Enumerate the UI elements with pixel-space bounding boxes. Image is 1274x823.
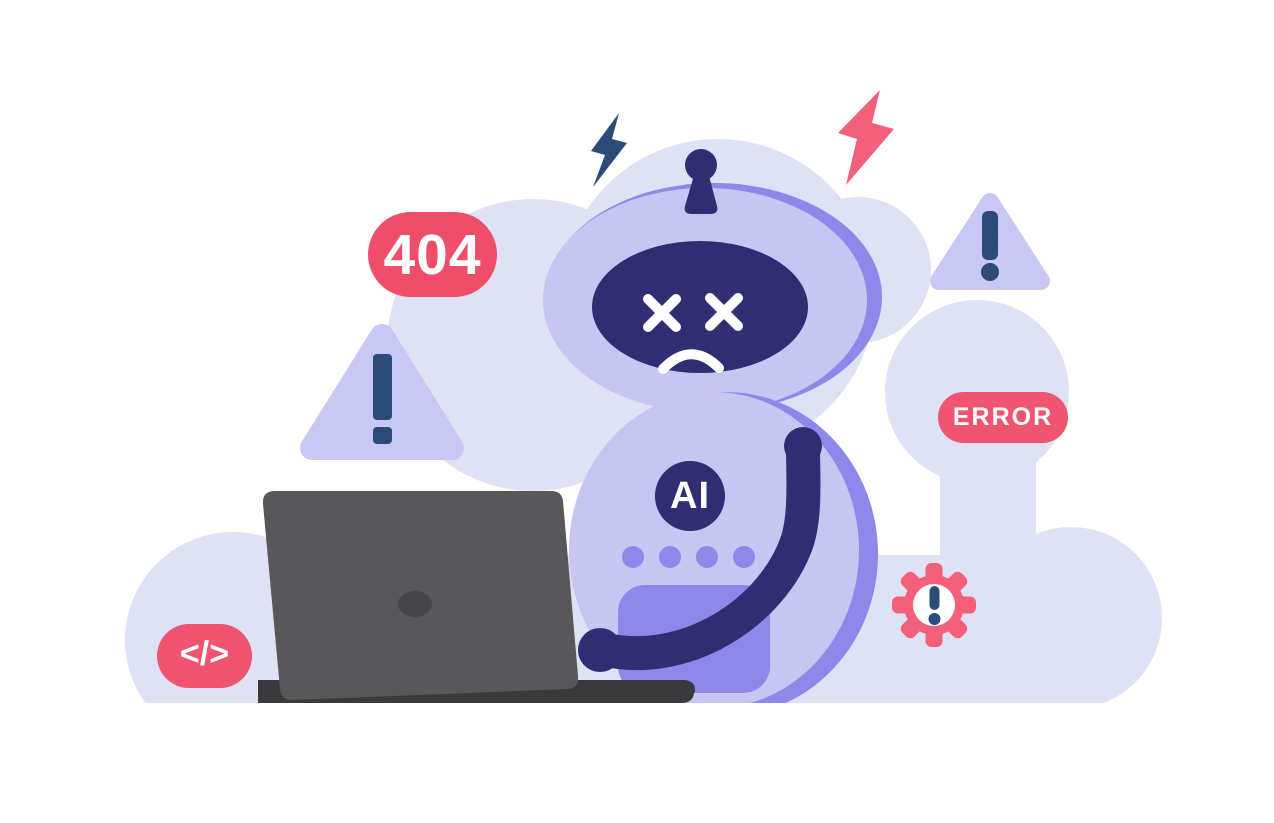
error-badge: ERROR [938, 392, 1068, 443]
exclamation-mark-icon [373, 354, 392, 444]
ai-badge: AI [655, 461, 725, 531]
x-eye-left-icon [643, 294, 681, 332]
lightning-bolt-pink-icon [838, 90, 894, 185]
status-404-badge: 404 [368, 212, 497, 297]
status-404-label: 404 [383, 222, 482, 287]
chest-dots-icon [622, 546, 755, 568]
ai-label: AI [670, 474, 710, 517]
frown-mouth-icon [658, 349, 724, 374]
gear-alert-icon [892, 563, 976, 647]
warning-triangle-right-icon [930, 193, 1050, 290]
laptop-logo-icon [398, 591, 432, 617]
robot-arm [578, 427, 822, 672]
warning-triangle-left-icon [300, 324, 464, 460]
code-label: </> [179, 635, 230, 673]
robot-dead-face-icon [592, 241, 808, 374]
laptop-icon [262, 491, 579, 700]
exclamation-mark-icon [928, 586, 941, 625]
lightning-bolt-navy-icon [591, 113, 627, 187]
robot-antenna-icon [684, 149, 718, 214]
robot-hand [578, 628, 622, 672]
code-badge: </> [157, 624, 252, 688]
error-label: ERROR [952, 403, 1054, 431]
x-eye-right-icon [705, 293, 743, 331]
exclamation-mark-icon [981, 211, 999, 281]
